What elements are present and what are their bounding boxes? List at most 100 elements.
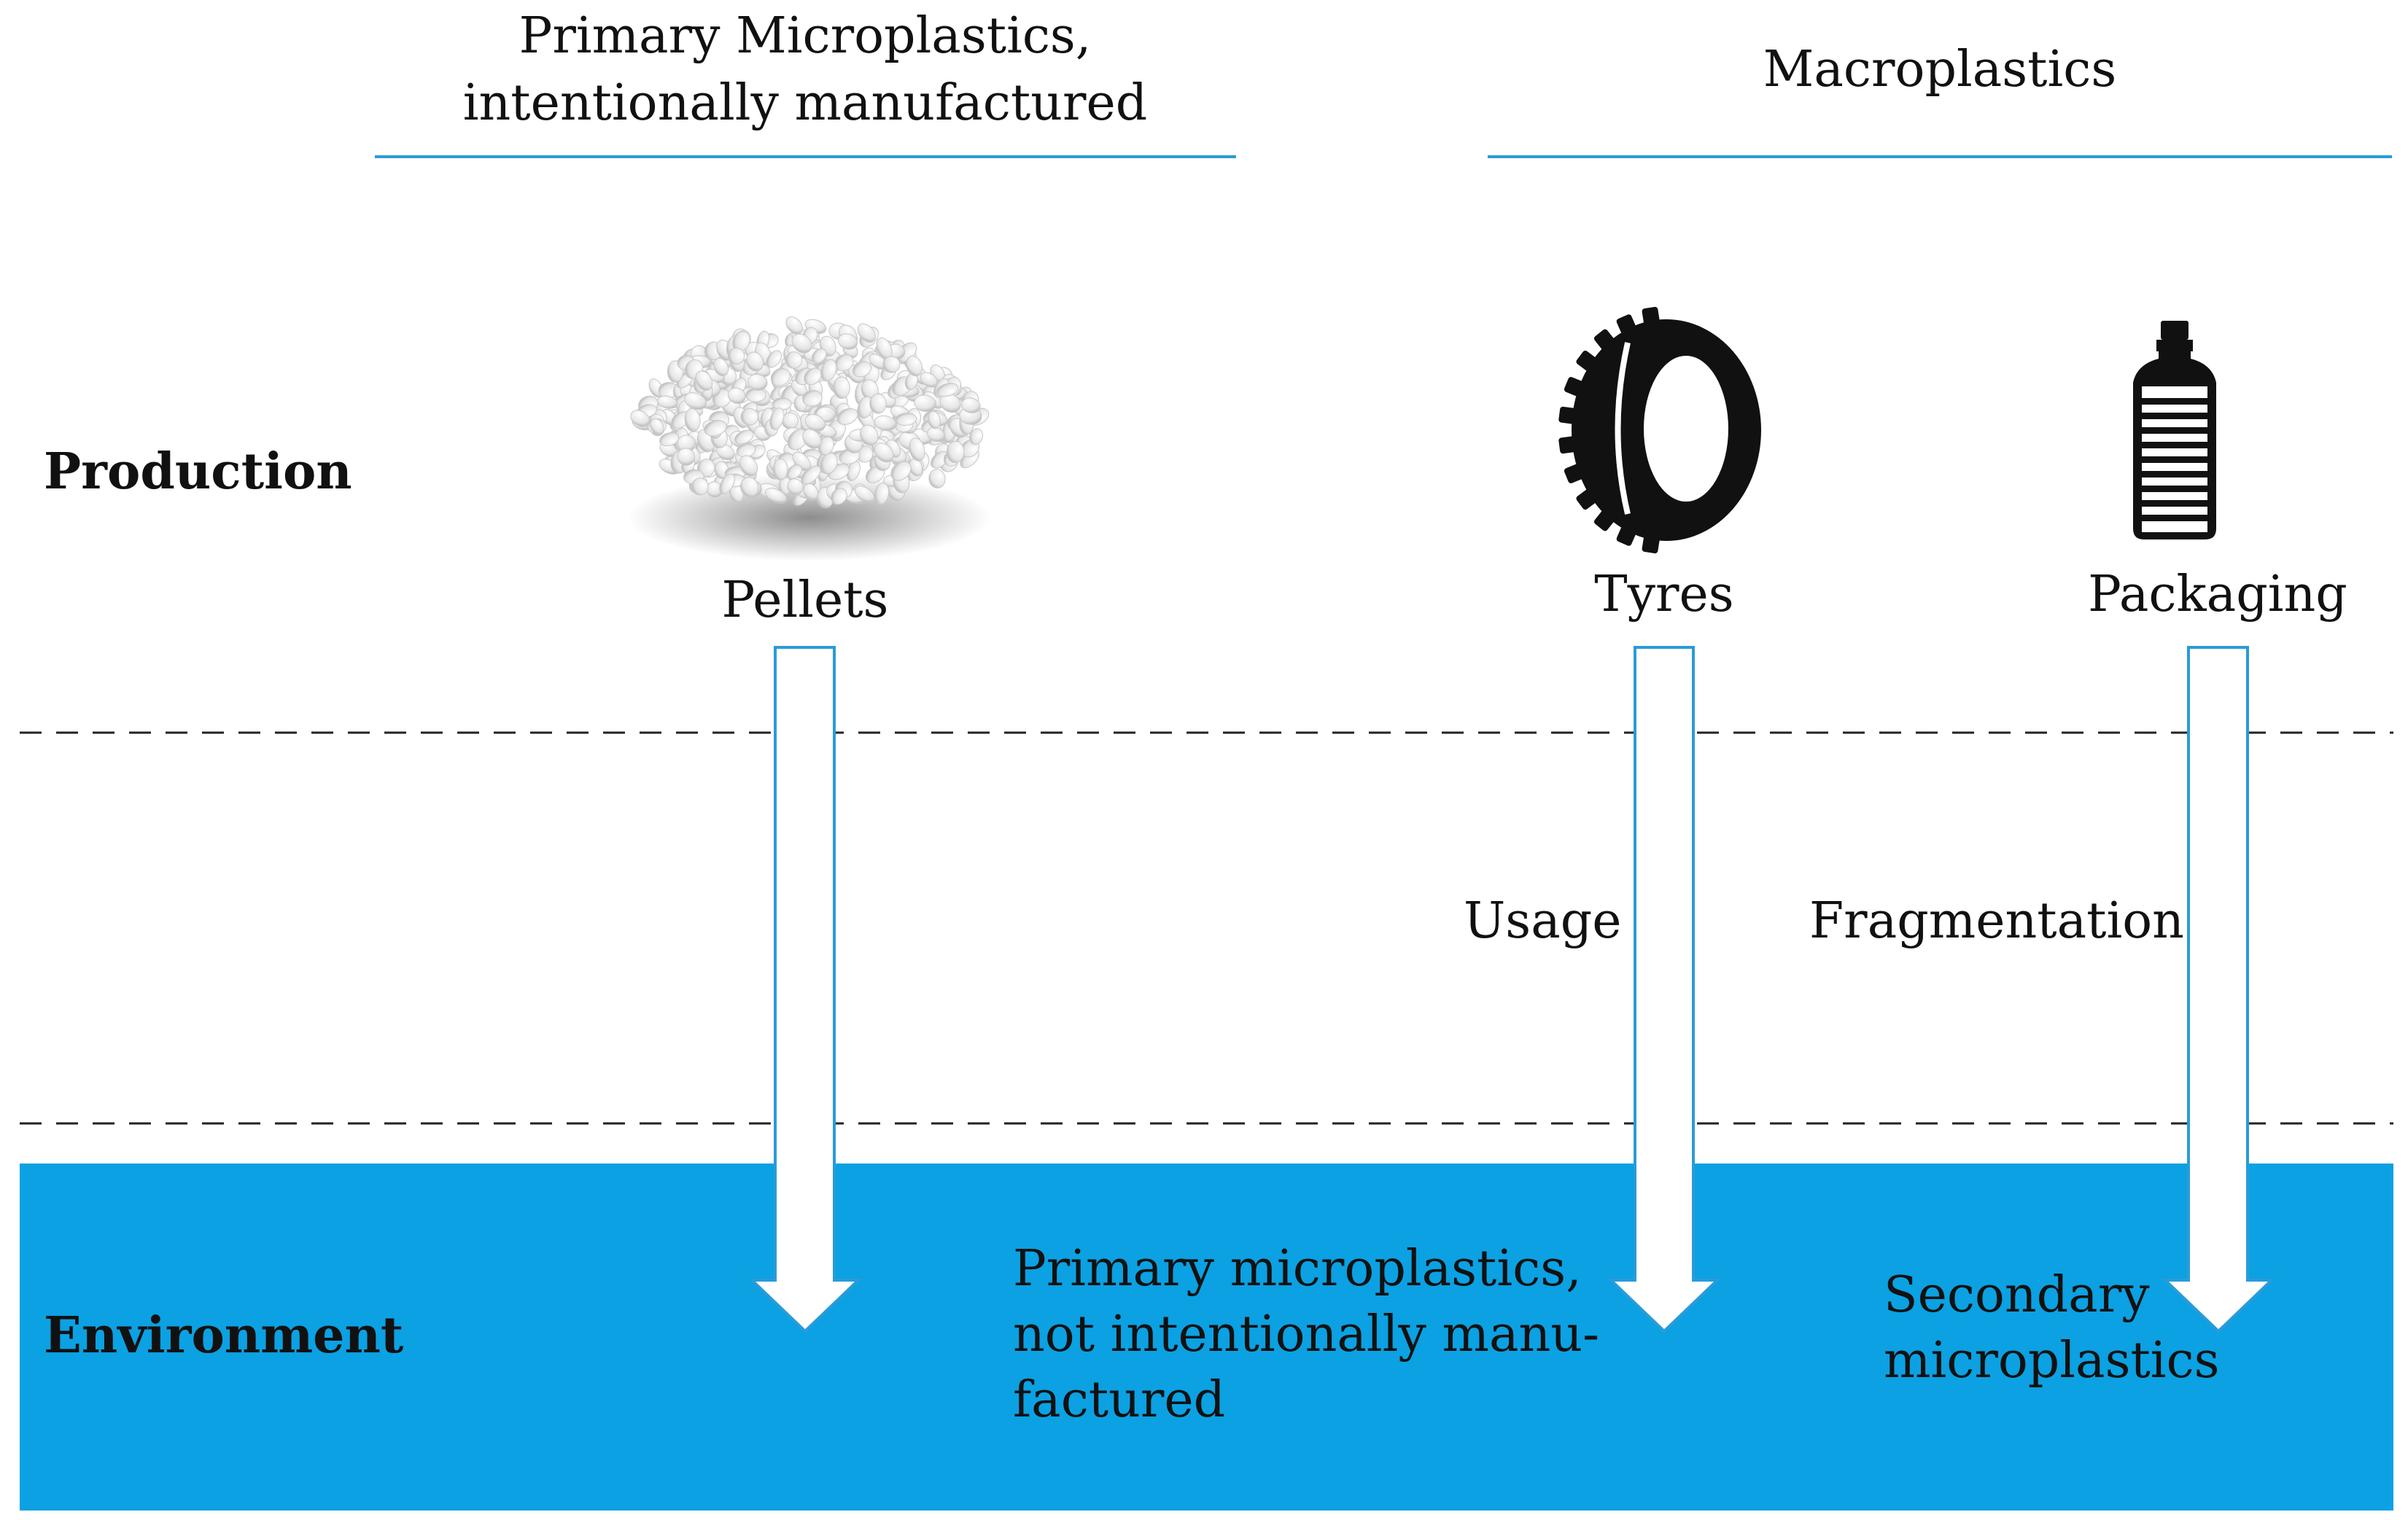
- pellet: [765, 488, 788, 504]
- tyre-tread: [1576, 350, 1607, 379]
- tyre-tread: [1558, 434, 1589, 454]
- pellet: [740, 408, 758, 426]
- tyre-tread: [1593, 329, 1623, 360]
- pellet: [677, 448, 696, 466]
- tyre-tread: [1564, 459, 1596, 483]
- pellet: [650, 418, 664, 435]
- pellet: [874, 415, 897, 431]
- tyre-tread: [1642, 306, 1662, 338]
- bottle-stripe: [2142, 442, 2207, 448]
- pellet: [770, 367, 791, 386]
- bottle-stripe: [2142, 456, 2207, 463]
- pellet: [695, 370, 713, 391]
- pellet: [820, 359, 837, 382]
- pellet: [909, 437, 925, 461]
- pellet: [869, 393, 887, 414]
- tyres-arrow: [1607, 646, 1721, 1333]
- pellet: [859, 424, 879, 446]
- pellet: [906, 355, 923, 377]
- pellet: [831, 488, 847, 505]
- tyres-label: Tyres: [1594, 566, 1734, 623]
- environment-row-label: Environment: [44, 1306, 404, 1365]
- pellet: [802, 429, 822, 449]
- bottle-stripe: [2142, 486, 2207, 492]
- bottle-icon: [2133, 321, 2216, 539]
- pellet: [766, 350, 782, 368]
- pellet: [719, 473, 735, 494]
- pellet: [740, 477, 759, 498]
- secondary-outcome-line2: microplastics: [1884, 1332, 2220, 1390]
- pellets-label: Pellets: [721, 572, 889, 629]
- tyre-tread: [1593, 500, 1623, 531]
- tyre-tread: [1558, 406, 1589, 426]
- pellet: [713, 358, 729, 376]
- pellet: [936, 383, 959, 397]
- pellet: [927, 426, 945, 443]
- pellet: [684, 392, 707, 410]
- pellet: [874, 483, 890, 505]
- pellet: [820, 452, 838, 475]
- pellet: [691, 478, 709, 496]
- bottle-stripe: [2142, 471, 2207, 478]
- pellet: [890, 461, 912, 481]
- bottle-stripe: [2142, 398, 2207, 405]
- pellet: [785, 316, 804, 335]
- pellet: [803, 483, 819, 501]
- secondary-outcome-line1: Secondary: [1884, 1266, 2150, 1324]
- pellet: [836, 408, 858, 425]
- pellet: [659, 432, 680, 447]
- tyre-tread: [1616, 314, 1642, 346]
- primary-heading-line1: Primary Microplastics,: [519, 7, 1092, 65]
- pellet: [786, 464, 802, 480]
- pellet: [961, 397, 981, 413]
- pellet: [684, 408, 701, 432]
- pellet: [785, 351, 803, 369]
- pellet: [727, 347, 745, 365]
- pellet: [914, 394, 937, 413]
- pellet: [745, 351, 764, 372]
- pellet: [801, 390, 823, 407]
- pellet: [874, 443, 894, 463]
- pellet: [704, 419, 727, 437]
- pellet: [772, 459, 788, 480]
- environment-band: [20, 1164, 2393, 1511]
- usage-label: Usage: [1464, 892, 1622, 950]
- tyre-tread: [1642, 523, 1662, 554]
- pellet: [747, 373, 768, 391]
- bottle-stripe: [2142, 515, 2207, 521]
- pellet: [928, 469, 946, 488]
- pellet: [969, 428, 983, 445]
- primary-heading-line2: intentionally manufactured: [462, 74, 1148, 132]
- pellet: [895, 413, 917, 426]
- pellet: [739, 455, 758, 477]
- pellet: [812, 348, 827, 364]
- pellet: [857, 323, 876, 343]
- fragmentation-label: Fragmentation: [1809, 892, 2184, 950]
- primary-outcome-line1: Primary microplastics,: [1013, 1240, 1582, 1298]
- pellet: [804, 367, 822, 386]
- pellets-image: [627, 316, 992, 561]
- tyre-tread: [1616, 514, 1642, 546]
- pellet: [946, 440, 965, 464]
- pellet: [728, 387, 746, 405]
- bottle-stripe: [2142, 500, 2207, 507]
- pellet: [852, 361, 872, 378]
- pellet: [928, 410, 941, 429]
- pellets-arrow: [748, 646, 862, 1333]
- primary-outcome-line3: factured: [1013, 1371, 1226, 1429]
- packaging-arrow: [2162, 646, 2275, 1333]
- tyre-tread: [1564, 377, 1596, 402]
- primary-outcome-line2: not intentionally manu-: [1013, 1306, 1600, 1363]
- pellet: [882, 356, 901, 373]
- tyre-icon: [1558, 306, 1761, 554]
- bottle-stripe: [2142, 427, 2207, 434]
- tyre-tread: [1576, 481, 1607, 510]
- pellet: [838, 333, 858, 350]
- pellet: [657, 395, 678, 409]
- production-row-label: Production: [44, 443, 352, 501]
- pellet: [854, 486, 875, 503]
- pellet: [734, 429, 754, 445]
- pellet: [791, 333, 812, 354]
- macro-heading: Macroplastics: [1763, 41, 2117, 98]
